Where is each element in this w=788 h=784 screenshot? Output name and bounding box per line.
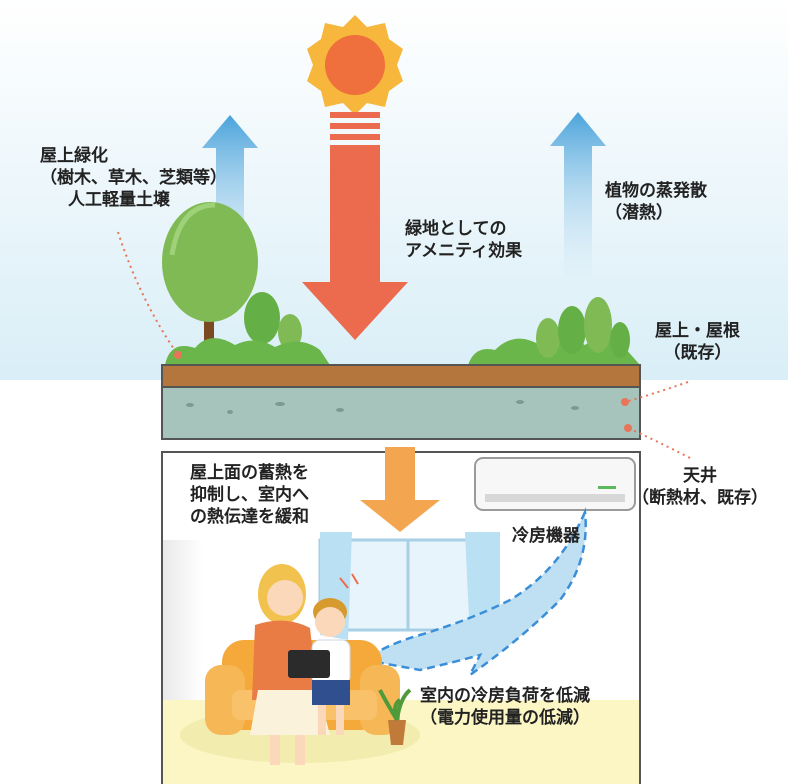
label-roof-greening: 屋上緑化 （樹木、草木、芝類等） 人工軽量土壌: [40, 146, 227, 210]
leader-lines: [117, 231, 691, 459]
tree-icon: [162, 202, 302, 355]
label-ceiling: 天井 （断熱材、既存）: [632, 466, 768, 508]
heat-transfer-down-arrow-icon: [360, 447, 440, 532]
roof-slab: [161, 364, 641, 440]
potted-plant-icon: [378, 688, 412, 745]
sparkle-marks: [339, 573, 359, 589]
label-heat-storage: 屋上面の蓄熱を 抑制し、室内へ の熱伝達を緩和: [190, 463, 309, 527]
tablet-icon: [288, 650, 330, 678]
window-icon: [318, 532, 500, 640]
child-figure: [311, 598, 351, 735]
label-cooling-load: 室内の冷房負荷を低減 （電力使用量の低減）: [420, 686, 590, 728]
label-air-conditioner: 冷房機器: [512, 526, 580, 546]
mother-figure: [250, 564, 330, 765]
air-conditioner-icon: [474, 457, 636, 511]
left-grass: [165, 338, 330, 365]
right-plants: [468, 297, 640, 365]
cool-air-flow-icon: [361, 507, 587, 677]
label-roof-existing: 屋上・屋根 （既存）: [655, 321, 740, 363]
sun-icon: [307, 15, 403, 115]
heat-down-arrow-icon: [302, 112, 408, 340]
label-evapotranspiration: 植物の蒸発散 （潜熱）: [605, 181, 707, 223]
label-amenity-effect: 緑地としての アメニティ効果: [405, 219, 523, 261]
